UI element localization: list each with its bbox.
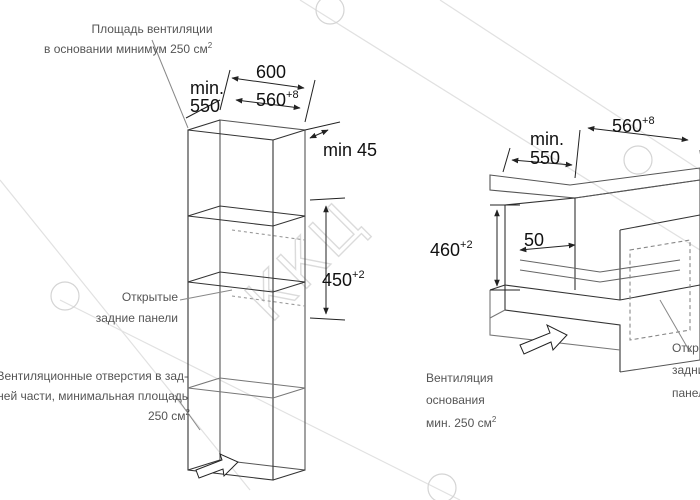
left-width-outer: 600 bbox=[256, 62, 286, 82]
right-open-panels-line3: панели bbox=[672, 386, 700, 400]
right-vent-arrow bbox=[519, 323, 568, 355]
right-width-inner: 560+8 bbox=[612, 115, 655, 136]
right-vent-line2: основания bbox=[426, 393, 485, 407]
left-open-panels-line2: задние панели bbox=[96, 311, 178, 325]
left-open-panels-line1: Открытые bbox=[122, 290, 179, 304]
right-cabinet bbox=[489, 167, 700, 373]
left-vent-arrow bbox=[195, 453, 239, 479]
left-min-value: 550 bbox=[190, 96, 220, 116]
left-min-label: min. bbox=[190, 78, 224, 98]
left-width-inner: 560+8 bbox=[256, 89, 299, 110]
right-dimensions bbox=[490, 125, 700, 353]
left-niche-height: 450+2 bbox=[322, 269, 365, 290]
left-rear-vent-line1: Вентиляционные отверстия в зад- bbox=[0, 369, 188, 383]
right-vent-line1: Вентиляция bbox=[426, 371, 493, 385]
right-open-panels-line1: Открытые bbox=[672, 341, 700, 355]
left-depth-min: min 45 bbox=[323, 140, 377, 160]
left-dimensions bbox=[151, 39, 346, 431]
left-rear-vent-line2: ней части, минимальная площадь bbox=[0, 389, 188, 403]
left-rear-vent-line3: 250 см2 bbox=[148, 408, 191, 423]
left-cabinet bbox=[187, 119, 306, 481]
right-vent-line3: мин. 250 см2 bbox=[426, 415, 497, 430]
right-open-panels-line2: задние bbox=[672, 363, 700, 377]
right-min-value: 550 bbox=[530, 148, 560, 168]
right-gap: 50 bbox=[524, 230, 544, 250]
right-min-label: min. bbox=[530, 129, 564, 149]
right-height: 460+2 bbox=[430, 239, 473, 260]
left-vent-top-line2: в основании минимум 250 см2 bbox=[44, 41, 213, 56]
left-vent-top-line1: Площадь вентиляции bbox=[91, 22, 212, 36]
